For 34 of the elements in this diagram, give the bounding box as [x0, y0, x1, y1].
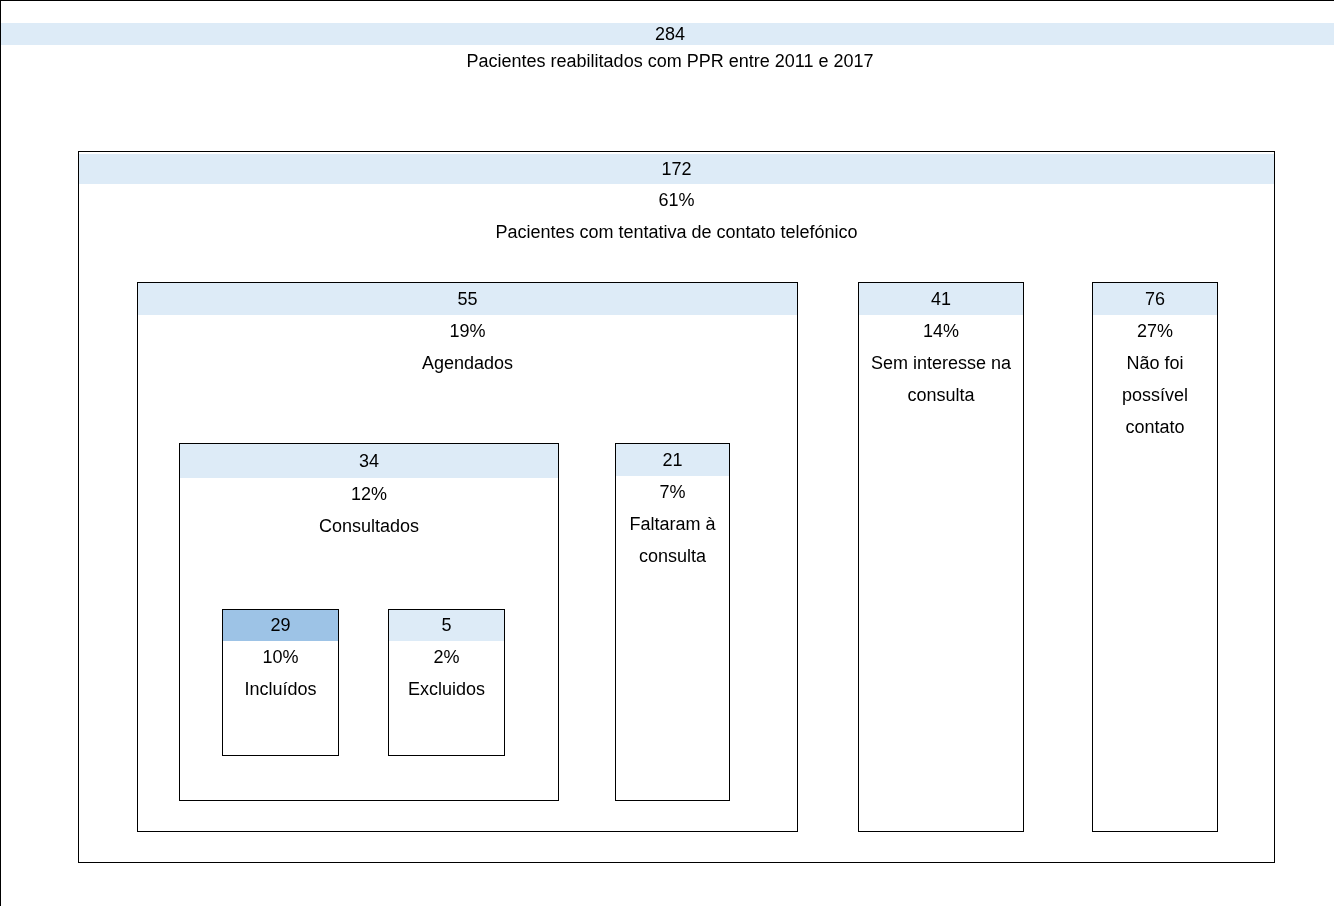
group-box [1092, 282, 1218, 832]
count-header: 41 [859, 283, 1023, 315]
percentage-label: 7% [658, 481, 687, 504]
category-label: Faltaram à consulta [628, 513, 717, 568]
category-label: Agendados [420, 352, 515, 375]
category-label: Sem interesse na consulta [869, 352, 1013, 407]
count-header: 21 [616, 444, 729, 476]
group-box [858, 282, 1024, 832]
count-header: 5 [389, 610, 504, 641]
percentage-label: 19% [448, 320, 487, 343]
percentage-label: 27% [1136, 320, 1174, 343]
count-header: 172 [79, 154, 1274, 184]
count-header: 284 [1, 23, 1334, 45]
group-box [615, 443, 730, 801]
count-header: 29 [223, 610, 338, 641]
group-box [179, 443, 559, 801]
count-header: 55 [138, 283, 797, 315]
category-label: Pacientes com tentativa de contato telefónico [494, 221, 859, 244]
percentage-label: 12% [350, 483, 388, 506]
category-label: Consultados [317, 515, 421, 538]
group-box [388, 609, 505, 756]
category-label: Pacientes reabilitados com PPR entre 2011 e 2017 [465, 50, 875, 73]
category-label: Incluídos [243, 678, 318, 701]
percentage-label: 14% [922, 320, 960, 343]
percentage-label: 61% [657, 189, 696, 212]
category-label: Não foi possível contato [1120, 352, 1189, 439]
count-header: 76 [1093, 283, 1217, 315]
count-header: 34 [180, 444, 558, 478]
percentage-label: 10% [261, 646, 300, 669]
group-box [137, 282, 798, 832]
group-box [78, 151, 1275, 863]
group-box [222, 609, 339, 756]
category-label: Excluidos [406, 678, 486, 701]
percentage-label: 2% [432, 646, 461, 669]
